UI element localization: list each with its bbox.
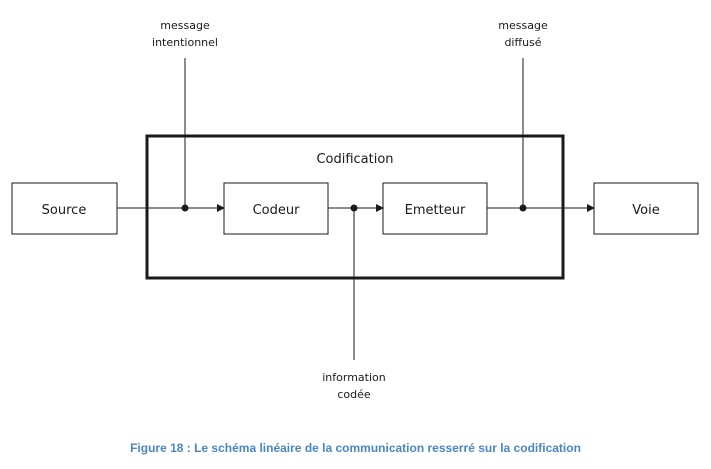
node-information-codee (350, 204, 358, 212)
source-label: Source (42, 203, 87, 218)
annotation-information-codee-line1: information (322, 371, 386, 384)
codeur-box (223, 182, 329, 235)
figure-caption: Figure 18 : Le schéma linéaire de la com… (130, 441, 581, 455)
annotation-message-intentionnel-line1: message (160, 19, 210, 32)
node-message-intentionnel (181, 204, 189, 212)
node-message-diffuse (519, 204, 527, 212)
annotation-message-diffuse-line2: diffusé (504, 36, 541, 49)
codification-label: Codification (316, 152, 393, 167)
voie-label: Voie (632, 203, 659, 218)
annotation-information-codee-line2: codée (337, 388, 371, 401)
codification-frame (145, 134, 565, 280)
annotation-message-intentionnel-line2: intentionnel (152, 36, 218, 49)
codeur-label: Codeur (253, 203, 301, 218)
annotation-message-diffuse-line1: message (498, 19, 548, 32)
emetteur-label: Emetteur (405, 203, 466, 218)
source-box (11, 182, 118, 235)
